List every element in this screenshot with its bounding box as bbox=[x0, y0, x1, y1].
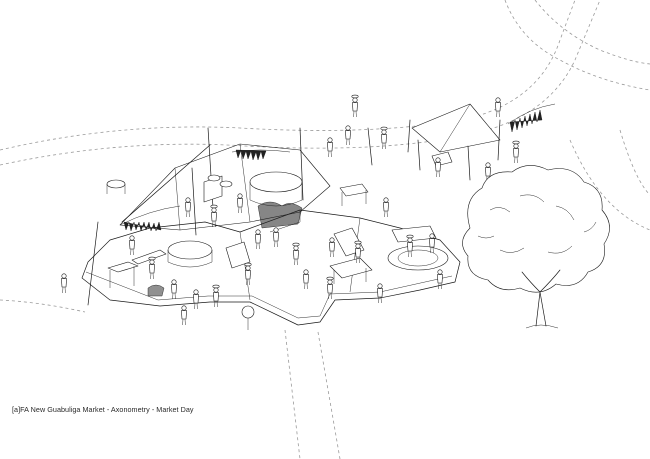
person-figure bbox=[210, 204, 218, 228]
person-figure bbox=[61, 273, 67, 294]
person-figure bbox=[351, 94, 359, 118]
circular-enclosures bbox=[167, 171, 449, 271]
person-figure bbox=[326, 276, 334, 300]
person-figure bbox=[435, 157, 441, 178]
person-figure bbox=[512, 140, 520, 164]
person-figure bbox=[303, 269, 309, 290]
person-figure bbox=[212, 284, 220, 308]
person-figure bbox=[380, 126, 388, 150]
person-figure bbox=[495, 97, 501, 118]
person-figure bbox=[185, 197, 191, 218]
person-figure bbox=[237, 193, 243, 214]
person-figure bbox=[406, 234, 414, 258]
person-figure bbox=[292, 242, 300, 266]
person-figure bbox=[148, 256, 156, 280]
person-figure bbox=[171, 279, 177, 300]
person-figure bbox=[345, 125, 351, 146]
person-figure bbox=[193, 289, 199, 310]
person-figure bbox=[329, 237, 335, 258]
person-figure bbox=[273, 227, 279, 248]
people bbox=[61, 94, 520, 326]
person-figure bbox=[354, 240, 362, 264]
person-figure bbox=[429, 233, 435, 254]
textile-lines bbox=[119, 103, 556, 232]
person-figure bbox=[437, 269, 443, 290]
shade-canopies bbox=[119, 103, 501, 231]
drawing-caption: [a]FA New Guabuliga Market - Axonometry … bbox=[12, 405, 194, 414]
person-figure bbox=[377, 283, 383, 304]
person-figure bbox=[327, 137, 333, 158]
person-figure bbox=[129, 235, 135, 256]
canopy-poles bbox=[87, 119, 501, 306]
person-figure bbox=[181, 305, 187, 326]
tree bbox=[462, 165, 610, 329]
person-figure bbox=[383, 197, 389, 218]
person-figure bbox=[255, 229, 261, 250]
person-figure bbox=[244, 262, 252, 286]
small-plants bbox=[241, 305, 255, 330]
